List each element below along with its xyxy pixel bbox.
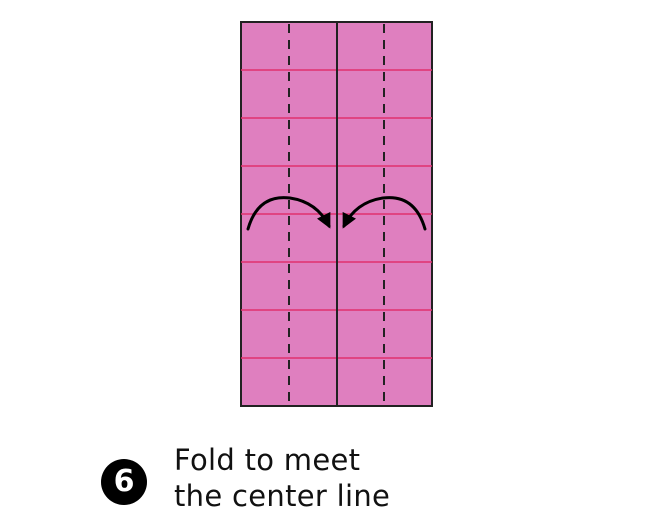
instruction-line-2: the center line bbox=[174, 479, 391, 513]
step-number-badge: 6 bbox=[101, 459, 147, 505]
curved-arrow-right-icon bbox=[246, 196, 331, 231]
curved-arrow-left-icon bbox=[342, 196, 427, 231]
instruction-line-1: Fold to meet bbox=[174, 443, 361, 477]
step-instruction: Fold to meet the center line bbox=[174, 442, 594, 514]
